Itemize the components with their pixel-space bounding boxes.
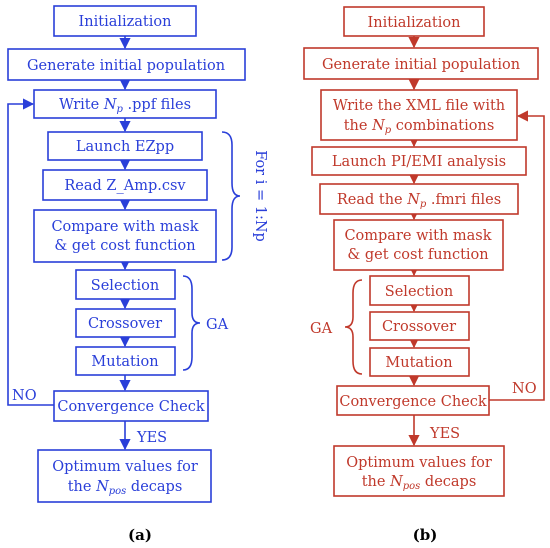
box-read-fmri: [319, 183, 519, 215]
label-no: NO: [12, 388, 37, 404]
text-compare-mask-line1: Compare with mask: [344, 228, 491, 244]
text-compare-mask-line1: Compare with mask: [51, 219, 198, 235]
text-launch-analysis: Launch PI/EMI analysis: [332, 154, 506, 170]
text-selection: Selection: [91, 278, 159, 294]
text-crossover: Crossover: [382, 319, 456, 335]
box-crossover: [75, 308, 176, 338]
box-launch-ezpp: [47, 131, 203, 161]
box-convergence-check: [336, 385, 490, 416]
text-optimum-line2: the Npos decaps: [362, 474, 477, 492]
box-selection: [369, 275, 470, 306]
label-yes: YES: [429, 426, 460, 442]
box-mutation: [75, 346, 176, 376]
text-launch-ezpp: Launch EZpp: [76, 139, 174, 155]
connector-no-loop: [7, 98, 54, 406]
box-convergence-check: [53, 390, 209, 422]
text-write-xml-line2: the Np combinations: [344, 118, 495, 136]
connector-no-loop: [489, 110, 545, 401]
box-generate-population: [7, 48, 246, 81]
text-convergence-check: Convergence Check: [57, 399, 205, 415]
text-mutation: Mutation: [385, 355, 452, 371]
box-initialization: [343, 6, 485, 37]
text-compare-mask-line2: & get cost function: [54, 238, 195, 254]
box-write-xml: [320, 89, 518, 141]
caption-a: (a): [128, 526, 152, 544]
text-generate-population: Generate initial population: [322, 57, 520, 73]
text-write-xml-line1: Write the XML file with: [333, 98, 505, 114]
text-initialization: Initialization: [79, 14, 172, 30]
box-selection: [75, 269, 176, 300]
box-crossover: [369, 311, 470, 341]
label-for-loop: For i = 1:Np: [252, 150, 268, 242]
box-initialization: [53, 5, 197, 37]
text-read-fmri: Read the Np .fmri files: [337, 192, 501, 210]
box-optimum-values: [333, 445, 505, 497]
box-write-files: [33, 89, 217, 119]
brace-loop: [221, 131, 241, 261]
text-crossover: Crossover: [88, 316, 162, 332]
text-mutation: Mutation: [91, 354, 158, 370]
brace-ga: [344, 279, 363, 375]
text-convergence-check: Convergence Check: [339, 394, 487, 410]
box-compare-mask: [33, 209, 217, 263]
box-compare-mask: [333, 219, 504, 271]
text-generate-population: Generate initial population: [27, 58, 225, 74]
label-ga: GA: [206, 317, 229, 333]
text-compare-mask-line2: & get cost function: [347, 247, 488, 263]
panel-a: Initialization Generate initial populati…: [7, 5, 268, 544]
text-optimum-line1: Optimum values for: [52, 459, 198, 475]
text-initialization: Initialization: [368, 15, 461, 31]
label-ga: GA: [310, 321, 333, 337]
text-read-zamp: Read Z_Amp.csv: [64, 178, 186, 194]
text-optimum-line1: Optimum values for: [346, 455, 492, 471]
text-selection: Selection: [385, 284, 453, 300]
text-write-files: Write Np .ppf files: [59, 97, 191, 115]
box-mutation: [369, 347, 470, 377]
brace-ga: [182, 275, 201, 371]
box-generate-population: [303, 47, 539, 80]
panel-b: Initialization Generate initial populati…: [303, 6, 545, 544]
box-launch-analysis: [311, 146, 527, 176]
caption-b: (b): [413, 526, 438, 544]
label-no: NO: [512, 381, 537, 397]
text-optimum-line2: the Npos decaps: [68, 479, 183, 497]
box-read-zamp: [42, 169, 208, 201]
label-yes: YES: [136, 430, 167, 446]
box-optimum-values: [37, 449, 212, 503]
